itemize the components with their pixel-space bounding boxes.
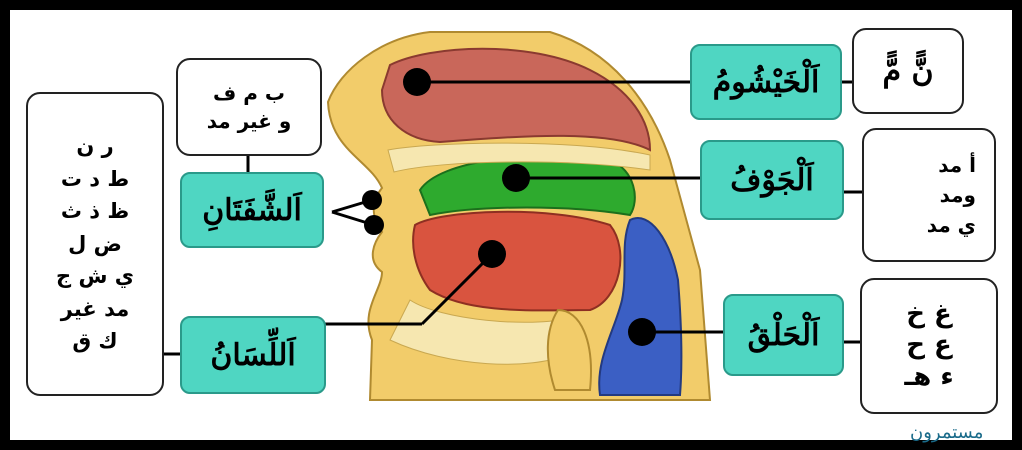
tongue-letters-line: ي ش ج [56, 260, 134, 293]
throat-letters-box: غ خ ع ح ء هـ [860, 278, 998, 414]
tongue-letters-line: ك ق [72, 325, 117, 358]
upper-lip-marker-dot [362, 190, 382, 210]
tongue-letters-line: ر ن [76, 130, 113, 163]
lower-lip-marker-dot [364, 215, 384, 235]
lips-letters-line: ب م ف [213, 79, 285, 107]
cavity-label: اَلْجَوْفُ [700, 140, 844, 220]
lips-letters-line: و غير مد [207, 107, 292, 135]
lips-label: اَلشَّفَتَانِ [180, 172, 324, 248]
tongue-letters-line: ظ ذ ث [61, 195, 129, 228]
tongue-letters-line: ض ل [68, 228, 122, 261]
cavity-letters-line: أ مد [938, 150, 976, 180]
lips-letters-box: ب م ف و غير مد [176, 58, 322, 156]
tongue-marker-dot [478, 240, 506, 268]
throat-marker-dot [628, 318, 656, 346]
throat-letters-line: غ خ [906, 299, 952, 330]
diagram-frame: اَلْخَيْشُومُ اَلْجَوْفُ اَلْحَلْقُ اَلش… [10, 10, 1012, 440]
nasal-letters-line: نًّ مًّ [882, 54, 933, 89]
tongue-letters-line: ط د ت [61, 163, 129, 196]
throat-letters-line: ع ح [906, 330, 952, 361]
nasal-letters-box: نًّ مًّ [852, 28, 964, 114]
throat-label: اَلْحَلْقُ [723, 294, 844, 376]
watermark: مستمرون [910, 422, 983, 443]
tongue-letters-box: ر ن ط د ت ظ ذ ث ض ل ي ش ج مد غير ك ق [26, 92, 164, 396]
tongue-shape [413, 212, 620, 311]
cavity-marker-dot [502, 164, 530, 192]
nasal-marker-dot [403, 68, 431, 96]
cavity-letters-line: ي مد [927, 210, 976, 240]
tongue-letters-line: مد غير [61, 293, 129, 326]
nasal-label: اَلْخَيْشُومُ [690, 44, 842, 120]
tongue-label: اَللِّسَانُ [180, 316, 326, 394]
throat-letters-line: ء هـ [904, 362, 953, 393]
cavity-letters-line: ومد [940, 180, 976, 210]
cavity-letters-box: أ مد ومد ي مد [862, 128, 996, 262]
